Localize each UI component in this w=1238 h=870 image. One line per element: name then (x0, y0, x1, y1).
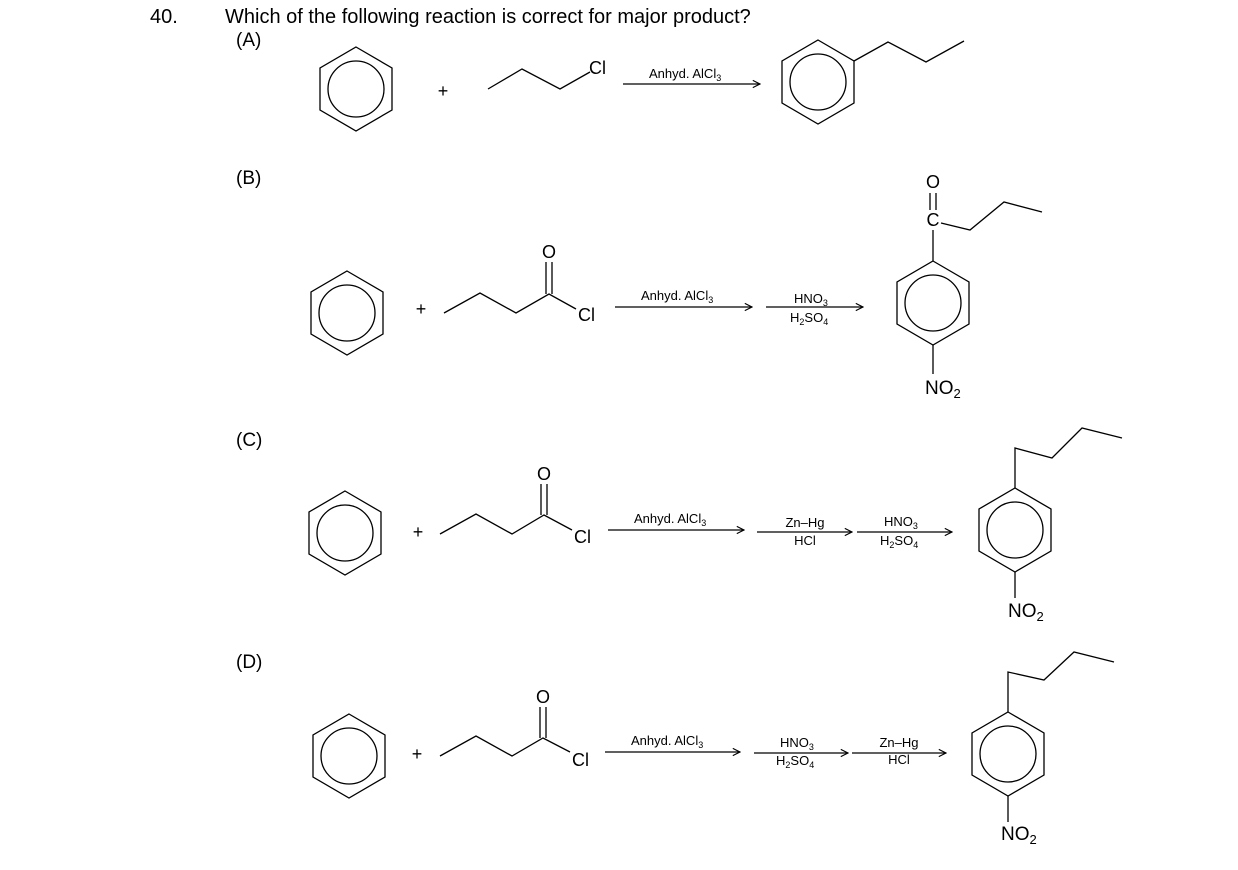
nitro-group: NO2 (925, 378, 961, 401)
carbon-atom: C (927, 210, 940, 230)
plus-sign: + (412, 744, 423, 764)
plus-sign: + (416, 299, 427, 319)
butanoyl-chloride-chain (439, 513, 573, 535)
propyl-chain (1014, 427, 1123, 488)
question-number: 40. (150, 6, 178, 28)
reagent-h2so4: H2SO4 (790, 310, 828, 327)
chlorine-atom: Cl (578, 305, 595, 325)
propyl-chain (1007, 651, 1115, 712)
benzene-ring (312, 713, 386, 799)
reagent-znhg: Zn–Hg (785, 515, 824, 530)
reagent-hno3: HNO3 (884, 514, 918, 531)
product-benzene-ring (978, 487, 1052, 573)
nitro-group: NO2 (1008, 601, 1044, 624)
reagent-alcl3: Anhyd. AlCl3 (631, 733, 703, 750)
reagent-hno3: HNO3 (780, 735, 814, 752)
nitro-group: NO2 (1001, 824, 1037, 847)
butanoyl-chloride-chain (439, 735, 571, 757)
reagent-alcl3: Anhyd. AlCl3 (641, 288, 713, 305)
reagent-hcl: HCl (794, 533, 816, 548)
propyl-chloride-chain (487, 68, 591, 90)
option-b-scheme: + O Cl Anhyd. AlCl3 HNO3 H2SO4 O C NO2 (310, 172, 1043, 401)
oxygen-atom: O (542, 242, 556, 262)
butanoyl-chloride-chain (443, 292, 577, 314)
oxygen-atom: O (537, 464, 551, 484)
reagent-alcl3: Anhyd. AlCl3 (634, 511, 706, 528)
reagent-h2so4: H2SO4 (776, 753, 814, 770)
reagent-h2so4: H2SO4 (880, 533, 918, 550)
option-b-label[interactable]: (B) (236, 168, 262, 189)
chlorine-atom: Cl (589, 58, 606, 78)
oxygen-atom: O (536, 687, 550, 707)
option-c-scheme: + O Cl Anhyd. AlCl3 Zn–Hg HCl HNO3 H2SO4… (308, 427, 1123, 624)
propyl-chain (940, 201, 1043, 231)
plus-sign: + (413, 522, 424, 542)
option-d-label[interactable]: (D) (236, 652, 263, 673)
reagent-hno3: HNO3 (794, 291, 828, 308)
benzene-ring (308, 490, 382, 576)
oxygen-atom: O (926, 172, 940, 192)
option-c-label[interactable]: (C) (236, 430, 263, 451)
product-benzene-ring (781, 39, 855, 125)
benzene-ring (319, 46, 393, 132)
chlorine-atom: Cl (574, 527, 591, 547)
question-text: Which of the following reaction is corre… (225, 6, 751, 28)
reagent-alcl3: Anhyd. AlCl3 (649, 66, 721, 83)
product-benzene-ring (896, 260, 970, 346)
product-benzene-ring (971, 711, 1045, 797)
reagent-znhg: Zn–Hg (879, 735, 918, 750)
plus-sign: + (438, 81, 449, 101)
option-a-label[interactable]: (A) (236, 30, 262, 51)
option-d-scheme: + O Cl Anhyd. AlCl3 HNO3 H2SO4 Zn–Hg HCl… (312, 651, 1115, 847)
propyl-chain (853, 40, 965, 63)
reagent-hcl: HCl (888, 752, 910, 767)
chlorine-atom: Cl (572, 750, 589, 770)
benzene-ring (310, 270, 384, 356)
option-a-scheme: + Cl Anhyd. AlCl3 (319, 39, 965, 132)
